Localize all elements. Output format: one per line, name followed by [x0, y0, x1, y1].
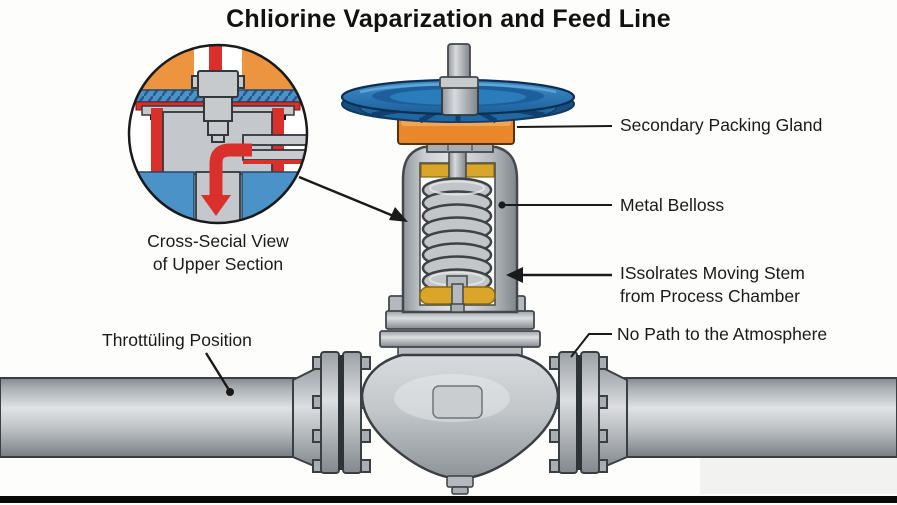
- drain-plug: [446, 475, 474, 488]
- valve-stem-top: [439, 43, 479, 89]
- label-isolates-line1: ISsolrates Moving Stem: [620, 263, 805, 283]
- handwheel: [340, 78, 576, 124]
- page-title: Chliorine Vaparization and Feed Line: [226, 5, 671, 33]
- leader-no-path: [570, 333, 612, 358]
- inset-blue-left: [129, 171, 195, 223]
- leader-throttling: [204, 352, 234, 396]
- inset-caption: Cross-Secial View of Upper Section: [112, 230, 324, 276]
- inset-caption-line1: Cross-Secial View: [147, 231, 289, 251]
- metal-bellows-spring: [419, 177, 496, 313]
- inset-flow-path: [209, 143, 252, 196]
- gold-band-left: [420, 163, 450, 178]
- inset-circle-outline: [127, 43, 309, 225]
- valve-body: [360, 343, 560, 495]
- leader-metal-bellows: [498, 201, 612, 209]
- leader-packing-gland: [516, 125, 613, 128]
- leader-inset-arrow: [298, 175, 408, 222]
- inset-flow-arrow: [201, 195, 231, 216]
- pipe-left: [0, 377, 301, 458]
- nameplate: [432, 385, 483, 419]
- label-secondary-packing-gland: Secondary Packing Gland: [620, 115, 823, 135]
- background-patch: [700, 452, 897, 494]
- label-metal-bellows: Metal Belloss: [620, 195, 725, 215]
- flange-right: [549, 351, 628, 474]
- pipe-right: [619, 377, 897, 458]
- inset-blue-right: [241, 171, 307, 223]
- leader-lines: [204, 125, 613, 396]
- bottom-bar: [0, 496, 897, 503]
- label-throttling-position: Throttüling Position: [102, 330, 252, 350]
- inset-caption-line2: of Upper Section: [152, 254, 284, 274]
- label-no-path: No Path to the Atmosphere: [617, 324, 828, 344]
- inset-cross-section: [127, 43, 309, 225]
- flange-left: [292, 351, 371, 474]
- inset-stem: [191, 70, 245, 143]
- label-isolates: ISsolrates Moving Stem from Process Cham…: [620, 262, 805, 308]
- label-isolates-line2: from Process Chamber: [620, 286, 800, 306]
- leader-isolates-arrow: [506, 267, 612, 283]
- gold-band-right: [465, 163, 495, 178]
